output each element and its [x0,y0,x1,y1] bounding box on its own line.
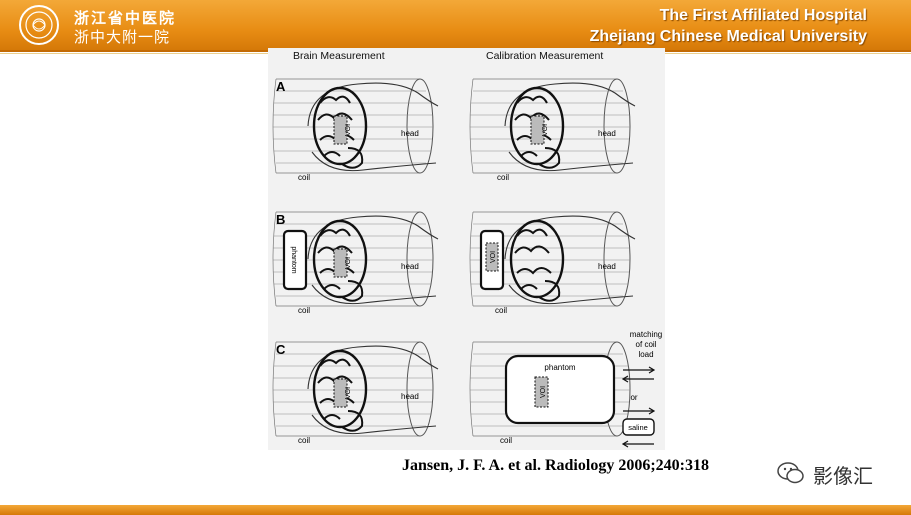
matching-label-3: load [638,350,653,359]
col-title-brain: Brain Measurement [293,50,385,62]
coil-label: coil [500,436,512,445]
saline-box [622,418,655,436]
panel-a-brain: A VOI head coil [272,78,439,182]
or-label: or [630,393,637,402]
panel-b-calibration: VOI head coil [469,211,636,315]
coil-label: coil [298,436,310,445]
logo-text-cn-1: 浙江省中医院 [74,9,177,27]
phantom-box [504,354,616,425]
arrow-left-icon [621,375,654,383]
phantom-box [282,229,308,291]
hospital-seal-icon [19,5,59,45]
citation-text: Jansen, J. F. A. et al. Radiology 2006;2… [402,457,709,474]
coil-label: coil [298,306,310,315]
logo-text-cn-2: 浙中大附一院 [74,28,171,46]
panel-letter-c: C [276,342,286,357]
voi-box [534,376,549,408]
arrow-right-icon [623,366,656,374]
panel-letter-a: A [276,79,286,94]
coil-load-annotation: matching of coil load or saline [621,330,662,448]
coil-label: coil [298,173,310,182]
panel-letter-b: B [276,212,285,227]
measurement-diagram: Brain Measurement Calibration Measuremen… [268,48,665,450]
watermark-text: 影像汇 [813,464,873,488]
arrow-left-icon [621,440,654,448]
head-label: head [598,129,616,138]
phantom-label: phantom [290,246,297,273]
voi-box [485,242,499,272]
coil-label: coil [497,173,509,182]
coil-label: coil [495,306,507,315]
panel-c-brain: C VOI head coil [272,341,439,445]
panel-b-brain: phantom B VOI head coil [272,211,439,315]
col-title-calibration: Calibration Measurement [486,50,603,62]
panel-a-calibration: VOI head coil [469,78,636,182]
matching-label-1: matching [630,330,662,339]
head-label: head [401,392,419,401]
matching-label-2: of coil [636,340,657,349]
voi-label: VOI [345,387,352,399]
header-bar: 浙江省中医院 浙中大附一院 The First Affiliated Hospi… [0,0,911,50]
head-label: head [598,262,616,271]
hospital-name-en-2: Zhejiang Chinese Medical University [589,28,867,45]
head-label: head [401,262,419,271]
footer-bar [0,505,911,515]
voi-label: VOI [490,251,497,263]
hospital-name-en-1: The First Affiliated Hospital [659,7,867,24]
voi-label: VOI [345,124,352,136]
voi-label: VOI [345,257,352,269]
arrow-right-icon [623,407,656,415]
voi-label: VOI [540,386,547,398]
phantom-label: phantom [544,363,575,372]
wechat-icon [777,462,804,484]
head-label: head [401,129,419,138]
panel-c-calibration: phantom VOI coil [469,341,631,445]
voi-label: VOI [542,124,549,136]
saline-label: saline [628,423,648,432]
